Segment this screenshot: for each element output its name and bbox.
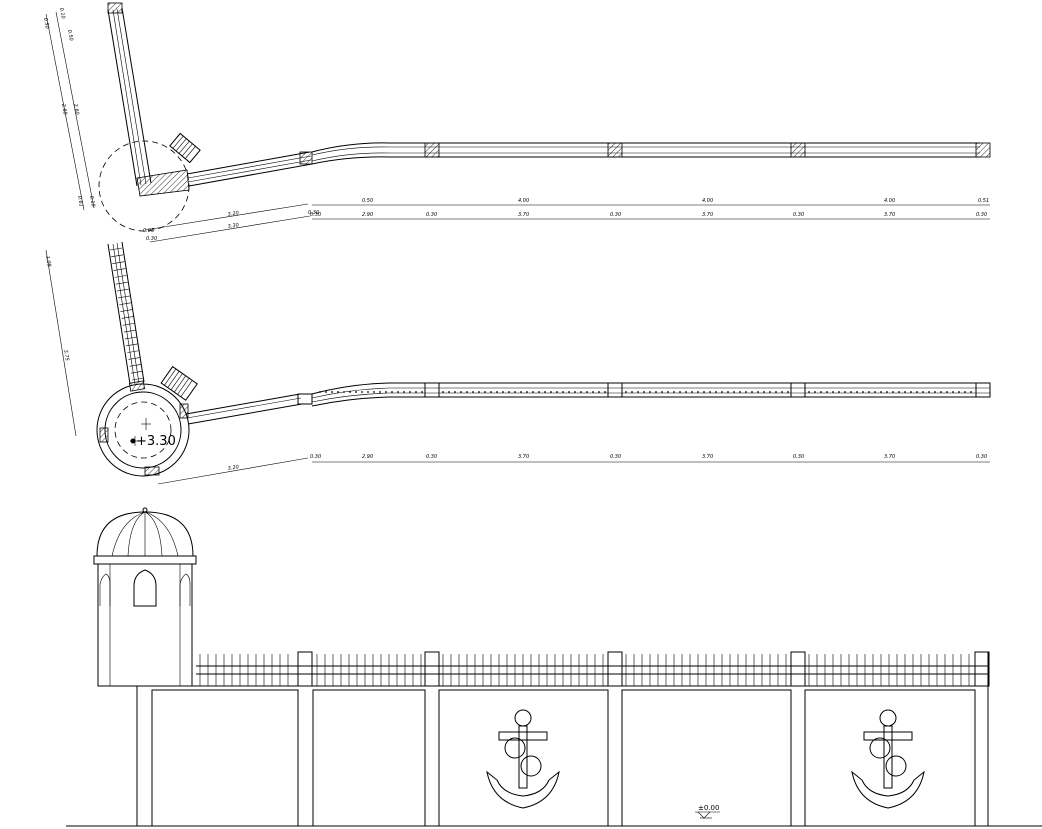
bp-dim-1: 2.90 (362, 454, 373, 460)
dim-row2-2: 0.30 (426, 212, 437, 218)
bottom-plan-level-mark: +3.30 (130, 418, 176, 449)
short-dim-2: 3.30 (227, 222, 239, 230)
dim-row2-1: 2.90 (362, 212, 373, 218)
wall-panel-2 (312, 689, 426, 827)
bottom-plan-tower-dashed (114, 401, 172, 459)
dim-row1-3: 4.00 (884, 198, 895, 204)
diag-dim-4: 0.61 (76, 195, 84, 207)
anchor-icon (851, 709, 925, 809)
dim-row1-1: 4.00 (518, 198, 529, 204)
short-dim-1: 3.20 (227, 210, 239, 218)
bp-dim-4: 0.30 (610, 454, 621, 460)
dim-row1-4: 0.51 (978, 198, 989, 204)
dim-row2-5: 3.70 (702, 212, 713, 218)
bottom-plan-short-dimension: 3.20 (157, 457, 309, 485)
wall-panel-3 (438, 689, 609, 827)
top-plan-corner-column (136, 169, 190, 197)
dim-row2-8: 0.30 (976, 212, 987, 218)
bottom-plan-stair (160, 365, 198, 401)
bottom-plan-dim-row: 0.30 2.90 0.30 3.70 0.30 3.70 0.30 3.70 … (310, 454, 990, 463)
dome-tower (93, 507, 197, 687)
diag-dim-3: 2.60 (72, 103, 80, 115)
dim-row2-0: 0.30 (310, 212, 321, 218)
top-plan-stair (169, 132, 201, 164)
bottom-plan-slanted-wall (185, 382, 991, 425)
dim-row2-3: 3.70 (518, 212, 529, 218)
bp-dim-0: 0.30 (310, 454, 321, 460)
diag-dim-6: 0.10 (58, 7, 66, 19)
top-plan-dim-row-1: 0.50 4.00 4.00 4.00 0.51 (312, 198, 990, 206)
diag-dim-7: 0.50 (66, 29, 74, 41)
wall-panel-1 (151, 689, 299, 827)
ground-level-mark: ±0.00 (695, 804, 720, 819)
bottom-plan-column-left (99, 427, 109, 443)
top-plan-short-dimensions: 3.20 3.30 0.30 0.30 0.05 (143, 203, 319, 243)
level-label-elevation: ±0.00 (698, 804, 719, 812)
short-dim-4: 0.30 (146, 236, 157, 242)
bp-dim-5: 3.70 (702, 454, 713, 460)
dim-row2-7: 3.70 (884, 212, 895, 218)
diag-dim-1: 0.50 (42, 17, 50, 29)
short-dim-5: 0.05 (143, 228, 154, 234)
bp-diag-dim-1: 3.75 (62, 349, 70, 361)
dim-row2-4: 0.30 (610, 212, 621, 218)
bp-short-dim-1: 3.20 (227, 464, 239, 472)
bottom-plan-diagonal-arm (107, 241, 145, 385)
dim-row2-6: 0.30 (793, 212, 804, 218)
bottom-plan-column-top (128, 380, 146, 392)
bottom-plan-tower-outer (96, 383, 190, 477)
diag-dim-2: 2.60 (60, 103, 68, 115)
wall-panels (136, 652, 989, 827)
bp-dim-3: 3.70 (518, 454, 529, 460)
bp-dim-8: 0.30 (976, 454, 987, 460)
bp-dim-2: 0.30 (426, 454, 437, 460)
wall-panel-5 (804, 689, 976, 827)
bp-diag-dim-2: 1.09 (44, 255, 52, 267)
fence-railing (196, 651, 990, 687)
wall-panel-4 (621, 689, 792, 827)
anchor-icon (486, 709, 560, 809)
top-plan: 0.50 2.60 2.60 0.61 0.10 0.10 0.50 3.20 … (42, 2, 991, 243)
top-plan-diagonal-dimensions: 0.50 2.60 2.60 0.61 0.10 0.10 0.50 (42, 7, 96, 211)
level-label-plan: +3.30 (136, 434, 176, 449)
elevation: ±0.00 (66, 507, 1042, 827)
dim-row1-2: 4.00 (702, 198, 713, 204)
dim-row1-0: 0.50 (362, 198, 373, 204)
bp-dim-6: 0.30 (793, 454, 804, 460)
top-plan-diagonal-arm (107, 2, 152, 187)
short-dim-3: 0.30 (308, 210, 319, 216)
bottom-plan-column-bottom (144, 466, 160, 476)
bottom-plan-tower-inner (104, 391, 182, 469)
bp-dim-7: 3.70 (884, 454, 895, 460)
bottom-plan-column-right (179, 403, 189, 419)
diag-dim-5: 0.10 (88, 195, 96, 207)
top-plan-slanted-wall (186, 142, 991, 187)
bottom-plan: +3.30 3.75 1.09 3.20 (44, 241, 991, 485)
top-plan-dim-row-2: 0.30 2.90 0.30 3.70 0.30 3.70 0.30 3.70 … (310, 212, 990, 220)
bottom-plan-diagonal-dimensions: 3.75 1.09 (44, 249, 77, 437)
